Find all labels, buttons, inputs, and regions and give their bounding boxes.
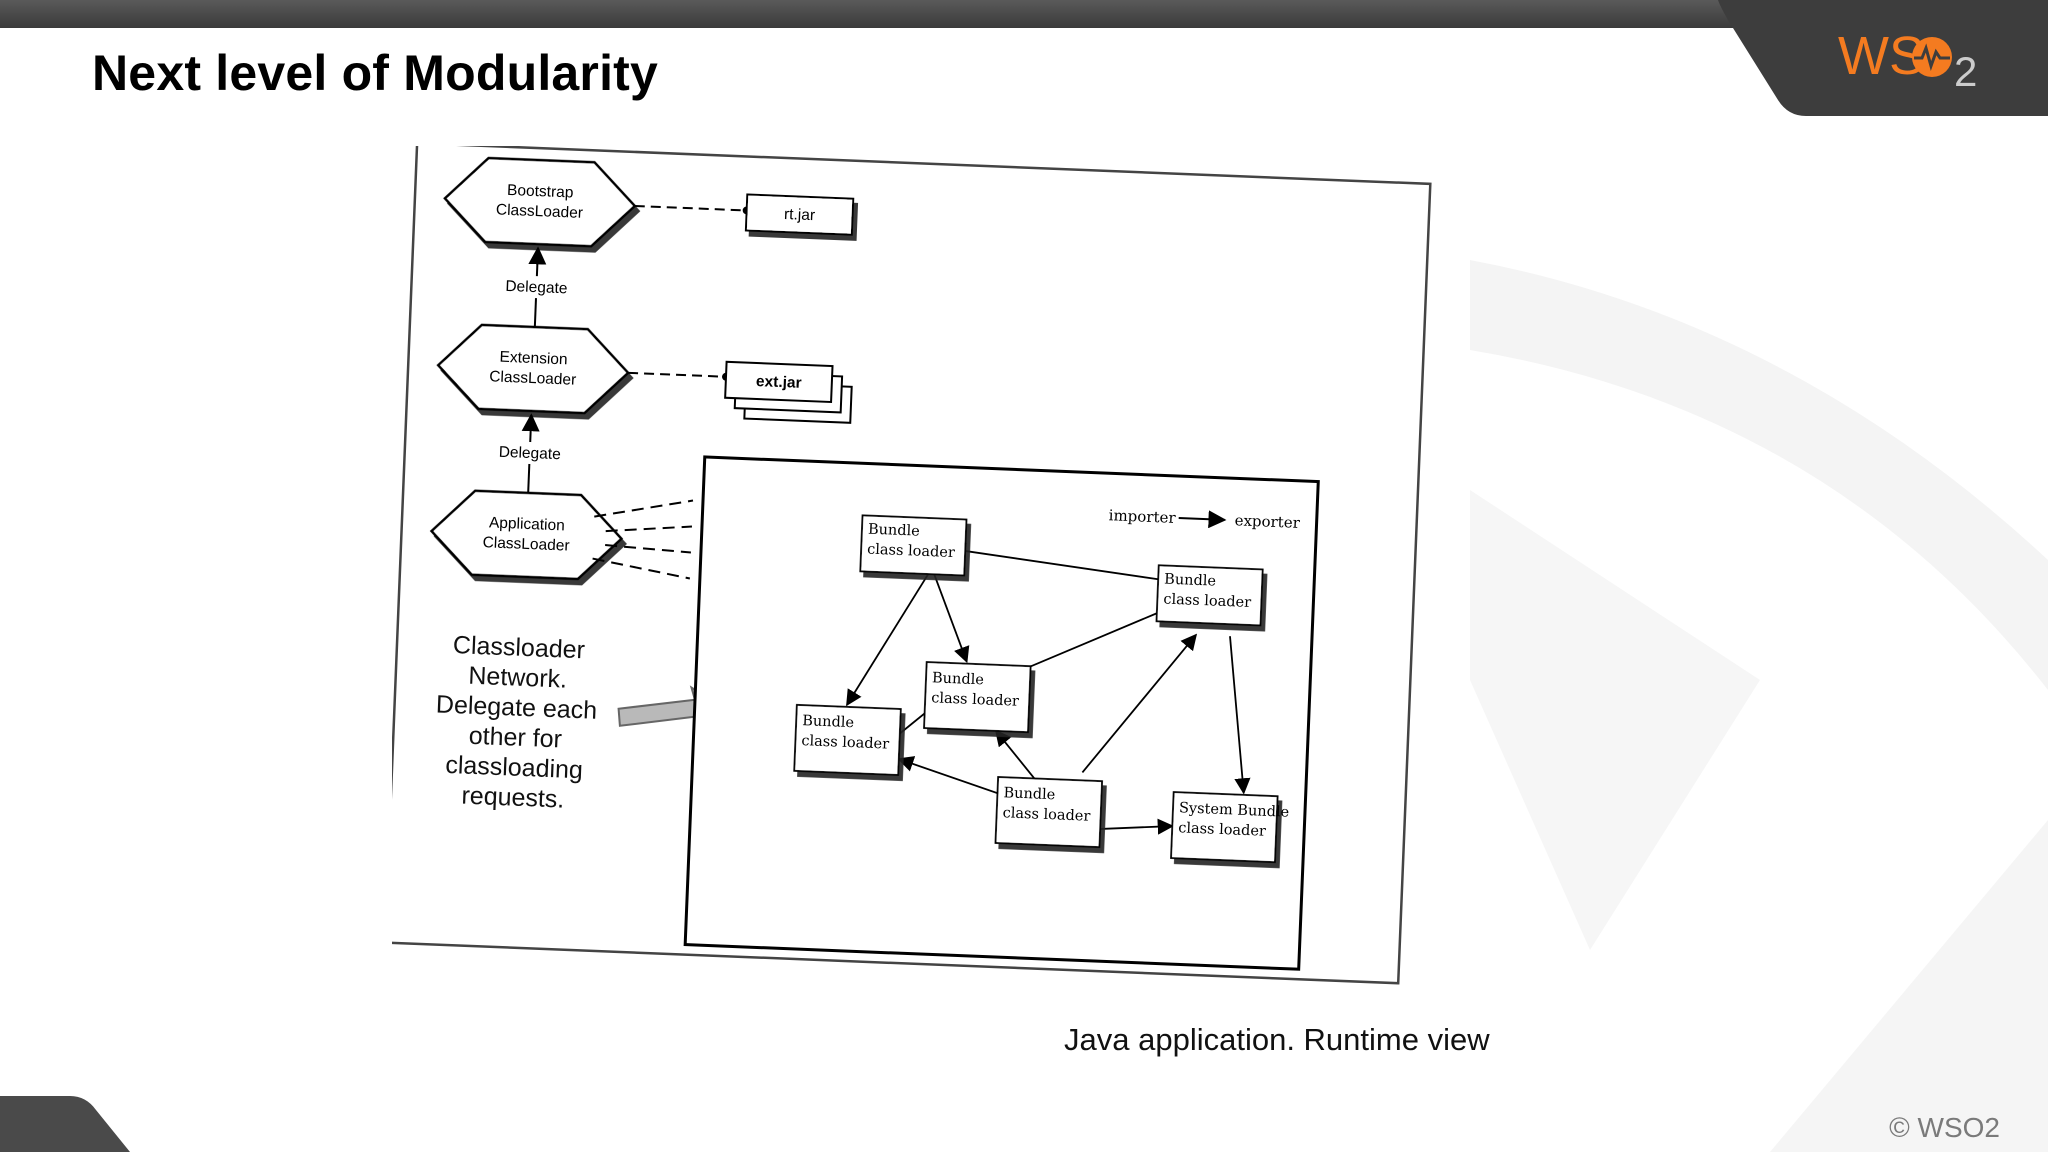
rt-jar-connector: [634, 204, 747, 212]
extension-classloader-node: [436, 323, 630, 415]
legend-arrow: [1178, 510, 1227, 529]
bundle-3-line1: Bundle: [932, 670, 984, 688]
delegate-label-1: Delegate: [505, 278, 568, 297]
wso2-watermark-icon: [1470, 260, 2048, 1152]
bundle-node-5: [994, 776, 1104, 849]
bootstrap-label-line2: ClassLoader: [496, 201, 584, 221]
wso2-logo-icon: WS 2: [1838, 26, 1977, 95]
bundle-5-line1: Bundle: [1003, 785, 1055, 803]
bundle-3-line2: class loader: [931, 690, 1019, 710]
bundle-5-line2: class loader: [1002, 805, 1090, 825]
ext-jar-connector: [628, 371, 727, 378]
application-label-line2: ClassLoader: [482, 534, 570, 554]
note-line-5: classloading: [445, 751, 584, 784]
bundle-2-line2: class loader: [1163, 592, 1251, 612]
application-label-line1: Application: [489, 514, 565, 534]
logo-tab: WS 2: [1718, 0, 2048, 116]
bundle-1-line2: class loader: [867, 542, 955, 562]
system-bundle-line2: class loader: [1178, 820, 1266, 840]
delegate-label-2: Delegate: [498, 444, 561, 463]
bundle-node-3: [923, 661, 1032, 734]
note-line-6: requests.: [461, 782, 565, 814]
copyright-text: © WSO2: [1889, 1112, 2000, 1143]
logo-letters: WS: [1838, 26, 1925, 86]
extension-label-line1: Extension: [499, 349, 568, 369]
svg-text:2: 2: [1954, 48, 1977, 95]
bundle-1-line1: Bundle: [868, 522, 920, 540]
legend-exporter: exporter: [1234, 511, 1301, 532]
bundle-4-line1: Bundle: [802, 713, 854, 731]
top-bar: [0, 0, 2048, 28]
extension-label-line2: ClassLoader: [489, 368, 577, 388]
ext-jar-box: [724, 360, 834, 404]
application-classloader-node: [429, 489, 624, 581]
bundle-node-2: [1155, 564, 1264, 627]
bundle-node-1: [859, 514, 968, 577]
ext-jar-label: ext.jar: [756, 373, 802, 392]
classloader-figure: Bootstrap ClassLoader Extension ClassLoa…: [392, 146, 1462, 1014]
page-title: Next level of Modularity: [92, 45, 659, 101]
note-line-3: Delegate each: [435, 690, 597, 724]
system-bundle-node: [1170, 791, 1279, 864]
rt-jar-box: [744, 193, 855, 236]
application-network-connectors: [592, 499, 694, 580]
bootstrap-label-line1: Bootstrap: [507, 182, 574, 202]
rt-jar-label: rt.jar: [784, 206, 816, 224]
bundle-2-line1: Bundle: [1164, 572, 1216, 590]
bottom-left-tab: [0, 1096, 130, 1152]
note-line-2: Network.: [468, 662, 568, 694]
note-line-4: other for: [468, 722, 562, 754]
system-bundle-line1: System Bundle: [1179, 800, 1290, 820]
bundle-4-line2: class loader: [801, 733, 889, 753]
bundle-node-4: [793, 703, 902, 776]
figure-caption: Java application. Runtime view: [1064, 1022, 1490, 1057]
note-line-1: Classloader: [452, 631, 585, 664]
legend-importer: importer: [1108, 506, 1176, 527]
